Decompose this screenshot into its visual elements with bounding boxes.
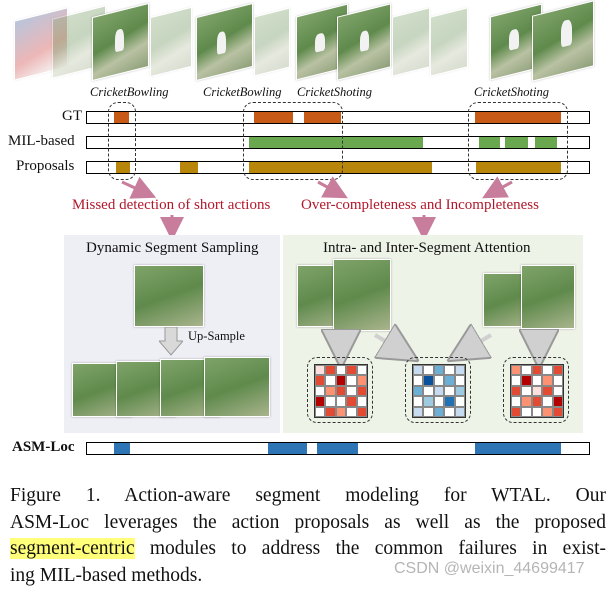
clip-label: CricketBowling	[90, 85, 169, 99]
watermark: CSDN @weixin_44699417	[394, 560, 585, 577]
video-frame	[204, 357, 270, 417]
gt-segment	[114, 112, 129, 123]
up-sample-label: Up-Sample	[188, 329, 245, 343]
intra-attention-box-right	[503, 357, 569, 423]
proposal-segment	[404, 162, 432, 173]
callout-arrows	[121, 176, 513, 240]
caption-text: modules to address the common failures i…	[134, 538, 606, 559]
highlight-box-short	[108, 102, 136, 180]
up-sample-arrow	[159, 327, 183, 356]
proposal-segment	[249, 162, 424, 173]
attention-arrows	[283, 235, 583, 433]
asm-segment	[475, 443, 561, 454]
video-frame	[333, 259, 391, 331]
gt-segment	[304, 112, 341, 123]
asm-segment	[317, 443, 358, 454]
row-label-proposals: Proposals	[16, 158, 75, 174]
mil-segment	[479, 137, 500, 148]
proposal-segment	[476, 162, 561, 173]
clip-label: CricketShoting	[474, 85, 549, 99]
row-label-asm-loc: ASM-Loc	[12, 439, 75, 455]
figure-caption: Figure 1. Action-aware segment modeling …	[10, 483, 606, 589]
dynamic-sampling-panel: Dynamic Segment Sampling Up-Sample	[64, 235, 280, 433]
row-label-mil: MIL-based	[8, 133, 75, 149]
caption-line: Figure 1. Action-aware segment modeling …	[10, 485, 606, 506]
proposal-segment	[180, 162, 198, 173]
attention-matrix-red-right	[510, 364, 564, 418]
row-label-gt: GT	[62, 108, 82, 124]
mil-track	[86, 136, 590, 149]
attention-matrix-blue	[412, 364, 466, 418]
callout-over-completeness: Over-completeness and Incompleteness	[301, 197, 539, 213]
caption-line: ing MIL-based methods.	[10, 564, 203, 586]
mil-segment	[505, 137, 528, 148]
highlight-box-middle	[243, 102, 343, 180]
mil-segment	[249, 137, 423, 148]
video-frame	[134, 265, 204, 327]
inter-attention-box	[405, 357, 471, 423]
caption-line: ASM-Loc leverages the action proposals a…	[10, 511, 606, 533]
asm-segment	[268, 443, 307, 454]
attention-matrix-red-left	[314, 364, 368, 418]
callout-missed-detection: Missed detection of short actions	[72, 197, 271, 213]
intra-attention-box-left	[307, 357, 373, 423]
asm-loc-track	[86, 442, 590, 455]
clip-label: CricketBowling	[203, 85, 282, 99]
panel-title: Intra- and Inter-Segment Attention	[323, 240, 531, 256]
gt-segment	[475, 112, 561, 123]
asm-segment	[114, 443, 130, 454]
mil-segment	[535, 137, 557, 148]
video-frame	[521, 265, 575, 329]
clip-label: CricketShoting	[297, 85, 372, 99]
panel-title: Dynamic Segment Sampling	[86, 240, 259, 256]
gt-segment	[254, 112, 293, 123]
highlighted-term: segment-centric	[10, 538, 135, 559]
proposal-segment	[116, 162, 130, 173]
highlight-box-right	[468, 102, 568, 180]
caption-line: segment-centric modules to address the c…	[10, 536, 606, 563]
